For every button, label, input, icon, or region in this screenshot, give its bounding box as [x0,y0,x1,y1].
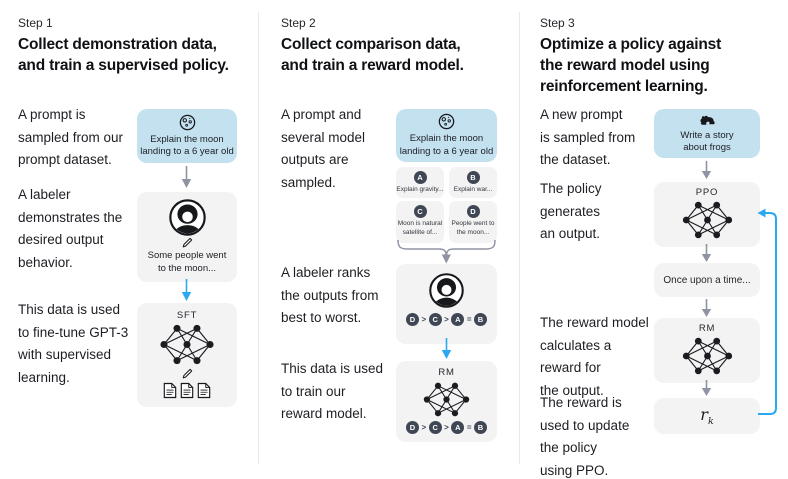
arrow-down-icon [181,166,192,188]
moon-icon [438,113,455,130]
rank-separator: > [421,423,427,432]
step3-caption-policy: The policy generates an output. [540,181,602,241]
ppo-label: PPO [695,187,719,198]
step2-label: Step 2 [281,16,316,30]
neural-network-icon [160,324,214,365]
step1-caption-labeler: A labeler demonstrates the desired outpu… [18,187,123,270]
output-letter-chip: C [413,205,427,218]
column-divider [258,12,259,464]
step3-caption-prompt: A new prompt is sampled from the dataset… [540,107,636,167]
neural-network-icon [423,382,470,417]
documents-icon [163,382,211,399]
rank-separator: > [444,423,449,432]
rank-chip: B [474,421,487,434]
step3-heading: Optimize a policy against the reward mod… [540,36,722,95]
step3-prompt-box: Write a story about frogs [654,109,760,158]
step3-output-box: Once upon a time... [654,263,760,297]
feedback-loop-arrow-icon [757,208,777,415]
rank-separator: = [466,423,472,432]
step2-caption-rank: A labeler ranks the outputs from best to… [281,265,379,325]
step1-labeler-output-text: Some people went to the moon... [147,250,227,274]
output-box-d: D People went to the moon... [449,201,497,243]
sft-label: SFT [176,310,198,321]
column-divider [519,12,520,464]
output-box-c: C Moon is natural satellite of... [396,201,444,243]
step3-prompt-text: Write a story about frogs [680,129,734,154]
arrow-down-blue-icon [441,338,452,359]
step2-caption-train: This data is used to train our reward mo… [281,361,384,421]
rank-chip: A [451,313,465,326]
rank-chip: C [428,313,442,326]
output-text: Moon is natural satellite of... [397,220,443,236]
rank-chip: B [474,313,487,326]
step3-rm-box: RM [654,318,760,383]
output-letter-chip: D [466,205,480,218]
labeler-avatar-icon [168,199,206,236]
step3-caption-reward: The reward model calculates a reward for… [540,315,649,398]
rank-chip: A [451,421,465,434]
rank-chip: D [405,313,419,326]
step1-prompt-box: Explain the moon landing to a 6 year old [137,109,237,163]
rank-chip: D [405,421,419,434]
step2-heading: Collect comparison data, and train a rew… [281,36,464,74]
arrow-down-icon [701,244,712,262]
arrow-down-icon [701,380,712,396]
rank-separator: = [466,315,472,324]
step1-heading: Collect demonstration data, and train a … [18,36,229,74]
step2-labeler-box: D > C > A = B [396,264,497,344]
reward-symbol: rk [700,404,714,428]
step3-ppo-box: PPO [654,182,760,247]
step3-reward-box: rk [654,398,760,434]
output-text: People went to the moon... [451,220,495,236]
pencil-icon [182,237,193,248]
step2-prompt-text: Explain the moon landing to a 6 year old [399,133,494,157]
output-text: Explain war... [453,186,493,193]
step3-label: Step 3 [540,16,575,30]
arrow-down-icon [701,299,712,317]
arrow-down-blue-icon [181,279,192,301]
pencil-icon [182,368,193,379]
frog-icon [699,115,715,125]
neural-network-icon [682,201,732,239]
rank-chip: C [428,421,442,434]
moon-icon [179,114,195,130]
step2-rm-box: RM D > C > A = B [396,361,497,442]
output-box-a: A Explain gravity... [396,167,444,198]
output-letter-chip: A [413,171,427,184]
output-letter-chip: B [466,171,480,184]
output-box-b: B Explain war... [449,167,497,198]
rm-label: RM [438,367,455,378]
rank-separator: > [444,315,449,324]
step1-caption-prompt: A prompt is sampled from our prompt data… [18,107,124,167]
step1-labeler-box: Some people went to the moon... [137,192,237,282]
step1-label: Step 1 [18,16,53,30]
rank-separator: > [421,315,427,324]
neural-network-icon [682,337,732,375]
rm-label: RM [698,323,716,334]
step3-caption-update: The reward is used to update the policy … [540,395,630,478]
step1-caption-finetune: This data is used to fine-tune GPT-3 wit… [18,302,129,385]
step2-prompt-box: Explain the moon landing to a 6 year old [396,109,497,162]
step2-caption-prompt: A prompt and several model outputs are s… [281,107,366,190]
arrow-down-icon [701,161,712,179]
step1-sft-box: SFT [137,303,237,407]
ranking-row: D > C > A = B [405,313,487,326]
labeler-avatar-icon [429,273,464,308]
step1-prompt-text: Explain the moon landing to a 6 year old [140,133,234,158]
output-text: Explain gravity... [396,186,444,193]
step3-output-text: Once upon a time... [663,274,751,286]
brace-connector-icon [397,240,496,264]
ranking-row: D > C > A = B [405,421,487,434]
